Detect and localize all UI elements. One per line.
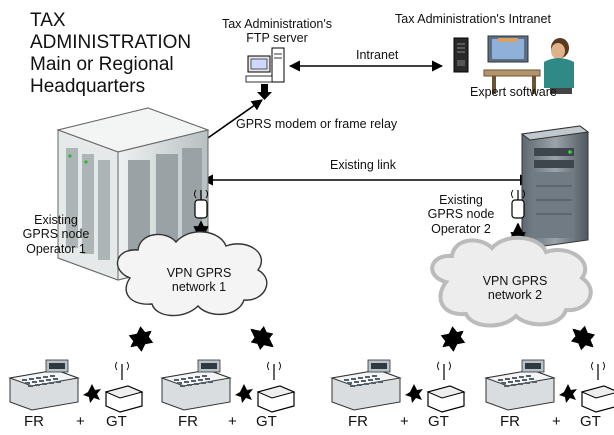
cloud1-terminal-links	[128, 325, 274, 352]
terminal-3-fr: FR	[348, 413, 368, 430]
ftp-server-icon	[245, 47, 285, 83]
terminal-1-device	[8, 359, 144, 413]
node1-label: Existing GPRS node Operator 1	[16, 213, 96, 256]
node1-line-1: Existing	[34, 213, 78, 227]
gprs-modem-label: GPRS modem or frame relay	[236, 117, 398, 131]
terminal-1-gt: GT	[106, 413, 127, 430]
hq-line-1: TAX	[30, 10, 66, 31]
terminal-1-fr: FR	[24, 413, 44, 430]
vpn1-line-1: VPN GPRS	[166, 266, 232, 280]
intranet-server-icon	[453, 37, 469, 73]
cloud2-terminal-links	[440, 325, 596, 352]
hq-line-4: Headquarters	[30, 76, 146, 97]
vpn2-label: VPN GPRS network 2	[470, 274, 560, 303]
gprs-terminal-icon	[256, 361, 296, 413]
intranet-link-label: Intranet	[356, 48, 399, 62]
hq-line-2: ADMINISTRATION	[30, 32, 192, 53]
ftp-server-label: Tax Administration's FTP server	[208, 17, 346, 46]
cash-register-icon	[8, 359, 80, 411]
headquarters-label: TAX ADMINISTRATION Main or Regional Head…	[30, 10, 191, 98]
terminal-4-fr: FR	[500, 413, 520, 430]
vpn-cloud-1	[116, 231, 268, 317]
gprs-terminal-icon	[426, 361, 466, 413]
cash-register-icon	[160, 359, 232, 411]
terminal-3-device	[330, 359, 466, 413]
cash-register-icon	[330, 359, 402, 411]
terminal-2-device	[160, 359, 296, 413]
node1-line-2: GPRS node	[22, 227, 90, 242]
expert-workstation-icon	[483, 35, 574, 94]
vpn2-line-2: network 2	[487, 288, 543, 303]
node1-line-3: Operator 1	[26, 241, 86, 256]
gprs-terminal-icon	[580, 361, 614, 413]
terminal-4-plus: +	[552, 413, 561, 430]
node2-line-1: Existing	[439, 193, 483, 207]
vpn-cloud-2	[430, 235, 593, 328]
node2-line-2: GPRS node	[427, 207, 495, 222]
existing-link-label: Existing link	[330, 158, 396, 172]
link-star-icon	[559, 384, 577, 403]
cash-register-icon	[484, 359, 556, 411]
terminal-4-device	[484, 359, 614, 413]
node2-line-3: Operator 2	[431, 221, 491, 236]
link-star-icon	[235, 384, 253, 403]
vpn1-line-2: network 1	[171, 280, 227, 295]
node1-antenna-icon	[194, 189, 208, 219]
gprs-terminal-icon	[104, 361, 144, 413]
link-star-icon	[405, 384, 423, 403]
node2-label: Existing GPRS node Operator 2	[416, 193, 506, 236]
terminal-1-plus: +	[76, 413, 85, 430]
ftp-line-2: FTP server	[246, 31, 308, 46]
ftp-down-arrow	[257, 84, 272, 100]
intranet-title: Tax Administration's Intranet	[395, 12, 551, 26]
node2-antenna-icon	[511, 189, 525, 219]
terminal-2-fr: FR	[178, 413, 198, 430]
link-star-icon	[83, 384, 101, 403]
ftp-line-1: Tax Administration's	[221, 17, 333, 31]
terminal-3-gt: GT	[428, 413, 449, 430]
terminal-2-plus: +	[228, 413, 237, 430]
hq-line-3: Main or Regional	[30, 54, 174, 75]
terminal-2-gt: GT	[256, 413, 277, 430]
expert-software-label: Expert software	[470, 85, 557, 99]
vpn1-label: VPN GPRS network 1	[154, 266, 244, 295]
terminal-3-plus: +	[400, 413, 409, 430]
terminal-4-gt: GT	[580, 413, 601, 430]
vpn2-line-1: VPN GPRS	[482, 274, 548, 288]
operator2-server-icon	[520, 125, 590, 249]
